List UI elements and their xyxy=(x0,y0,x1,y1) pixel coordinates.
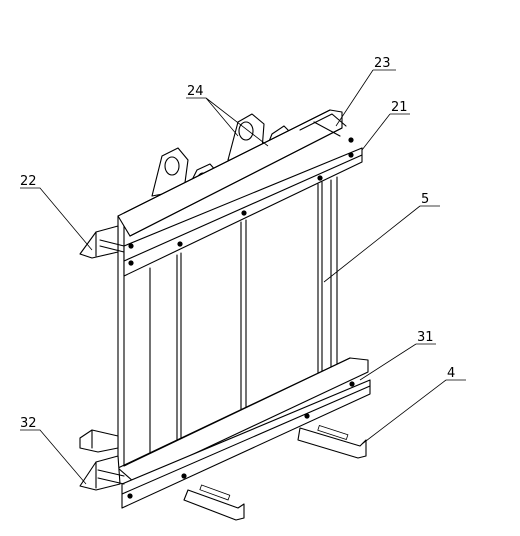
label-5: 5 xyxy=(421,192,429,207)
bolt-icon xyxy=(348,152,354,158)
left-rail xyxy=(183,489,245,521)
bottom-beam xyxy=(79,357,371,509)
label-32: 32 xyxy=(20,416,37,431)
label-31: 31 xyxy=(417,330,434,345)
top-beam xyxy=(79,109,363,277)
right-rail xyxy=(297,427,367,459)
slot-icon xyxy=(317,424,349,440)
label-21: 21 xyxy=(391,100,408,115)
lug-hole-icon xyxy=(238,121,254,141)
label-22: 22 xyxy=(20,174,37,189)
bolt-icon xyxy=(317,175,323,181)
bolt-icon xyxy=(304,413,310,419)
bolt-icon xyxy=(349,381,355,387)
slot-icon xyxy=(199,484,231,501)
bolt-icon xyxy=(128,243,134,249)
label-23: 23 xyxy=(374,56,391,71)
vertical-rods xyxy=(176,181,323,453)
leader-lines xyxy=(20,69,466,485)
bolt-icon xyxy=(128,260,134,266)
bolt-icon xyxy=(177,241,183,247)
bolt-icon xyxy=(348,137,354,143)
bolt-icon xyxy=(181,473,187,479)
base-rails xyxy=(183,424,367,521)
left-top-bracket xyxy=(79,225,119,259)
bottom-top-channel xyxy=(117,357,369,483)
label-24: 24 xyxy=(187,84,204,99)
label-4: 4 xyxy=(447,366,455,381)
bolt-icon xyxy=(127,493,133,499)
part-labels: 23 24 21 22 5 31 4 32 xyxy=(20,56,455,431)
left-bottom-bracket xyxy=(79,455,121,491)
bolt-icon xyxy=(241,210,247,216)
left-clip xyxy=(79,429,119,453)
lug-hole-icon xyxy=(164,156,180,176)
